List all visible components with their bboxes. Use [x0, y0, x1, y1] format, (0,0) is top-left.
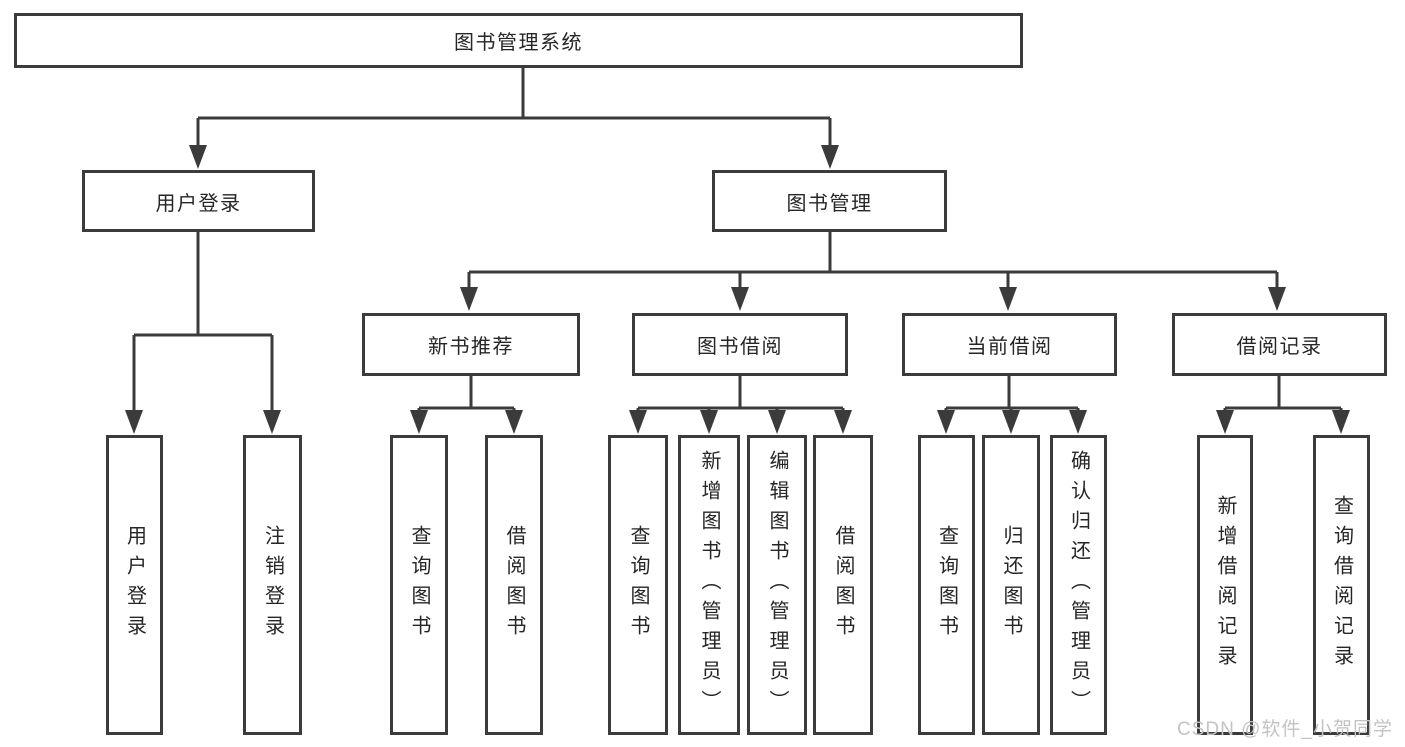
node-label: 用户登录 [123, 525, 146, 645]
node-label: 新增图书（管理员） [698, 450, 720, 720]
node-label: 借阅图书 [503, 525, 525, 645]
node-label: 借阅记录 [1236, 336, 1323, 358]
watermark: CSDN @软件_小贺同学 [1177, 719, 1393, 740]
arrowhead-icon [460, 287, 478, 311]
arrowhead-icon [505, 410, 523, 434]
leaf-query-books-current: 查询图书 [918, 435, 975, 735]
arrowhead-icon [410, 410, 428, 434]
node-label: 图书管理 [786, 192, 873, 215]
arrowhead-icon [834, 410, 852, 434]
node-label: 新增借阅记录 [1214, 495, 1236, 675]
node-label: 借阅图书 [832, 525, 854, 645]
arrowhead-icon [999, 287, 1017, 311]
node-label: 用户登录 [155, 192, 242, 215]
node-user-login: 用户登录 [82, 170, 315, 232]
leaf-edit-book-admin: 编辑图书（管理员） [747, 435, 807, 735]
leaf-add-book-admin: 新增图书（管理员） [678, 435, 740, 735]
leaf-query-books-borrow: 查询图书 [608, 435, 668, 735]
arrowhead-icon [1002, 410, 1020, 434]
node-current-borrow: 当前借阅 [902, 313, 1117, 376]
connector-records [1223, 376, 1343, 412]
node-root: 图书管理系统 [14, 13, 1023, 68]
connector-login [132, 232, 274, 412]
connector-recommend [417, 376, 516, 412]
arrowhead-icon [1069, 410, 1087, 434]
arrowhead-icon [189, 145, 207, 169]
node-label: 当前借阅 [966, 336, 1053, 358]
arrowhead-icon [1216, 410, 1234, 434]
node-label: 注销登录 [261, 525, 284, 645]
node-label: 新书推荐 [428, 336, 514, 358]
node-book-management: 图书管理 [712, 170, 947, 232]
arrowhead-icon [768, 410, 786, 434]
leaf-query-borrow-record: 查询借阅记录 [1313, 435, 1370, 735]
node-label: 图书管理系统 [454, 32, 583, 54]
arrowhead-icon [1268, 287, 1286, 311]
connector-manage [467, 232, 1279, 289]
node-label: 查询图书 [935, 525, 958, 645]
leaf-logout: 注销登录 [243, 435, 302, 735]
connector-root [196, 68, 832, 147]
arrowhead-icon [731, 287, 749, 311]
leaf-query-books-recommend: 查询图书 [390, 435, 448, 735]
node-new-book-recommend: 新书推荐 [362, 313, 580, 376]
node-label: 归还图书 [1000, 525, 1022, 645]
node-borrow-records: 借阅记录 [1172, 313, 1387, 376]
leaf-user-login: 用户登录 [106, 435, 163, 735]
arrowhead-icon [629, 410, 647, 434]
leaf-add-borrow-record: 新增借阅记录 [1197, 435, 1253, 735]
leaf-borrow-books: 借阅图书 [813, 435, 873, 735]
arrowhead-icon [1332, 410, 1350, 434]
node-label: 确认归还（管理员） [1067, 450, 1090, 720]
node-label: 查询图书 [627, 525, 649, 645]
arrowhead-icon [125, 410, 143, 434]
connector-borrow [636, 376, 845, 412]
arrowhead-icon [263, 410, 281, 434]
arrowhead-icon [700, 410, 718, 434]
connector-current [944, 376, 1080, 412]
leaf-borrow-books-recommend: 借阅图书 [485, 435, 543, 735]
leaf-confirm-return-admin: 确认归还（管理员） [1050, 435, 1107, 735]
node-label: 图书借阅 [697, 336, 783, 358]
node-label: 编辑图书（管理员） [766, 450, 788, 720]
node-label: 查询借阅记录 [1330, 495, 1353, 675]
arrowhead-icon [937, 410, 955, 434]
arrowhead-icon [821, 145, 839, 169]
node-book-borrow: 图书借阅 [632, 313, 848, 376]
leaf-return-books: 归还图书 [982, 435, 1040, 735]
node-label: 查询图书 [408, 525, 430, 645]
